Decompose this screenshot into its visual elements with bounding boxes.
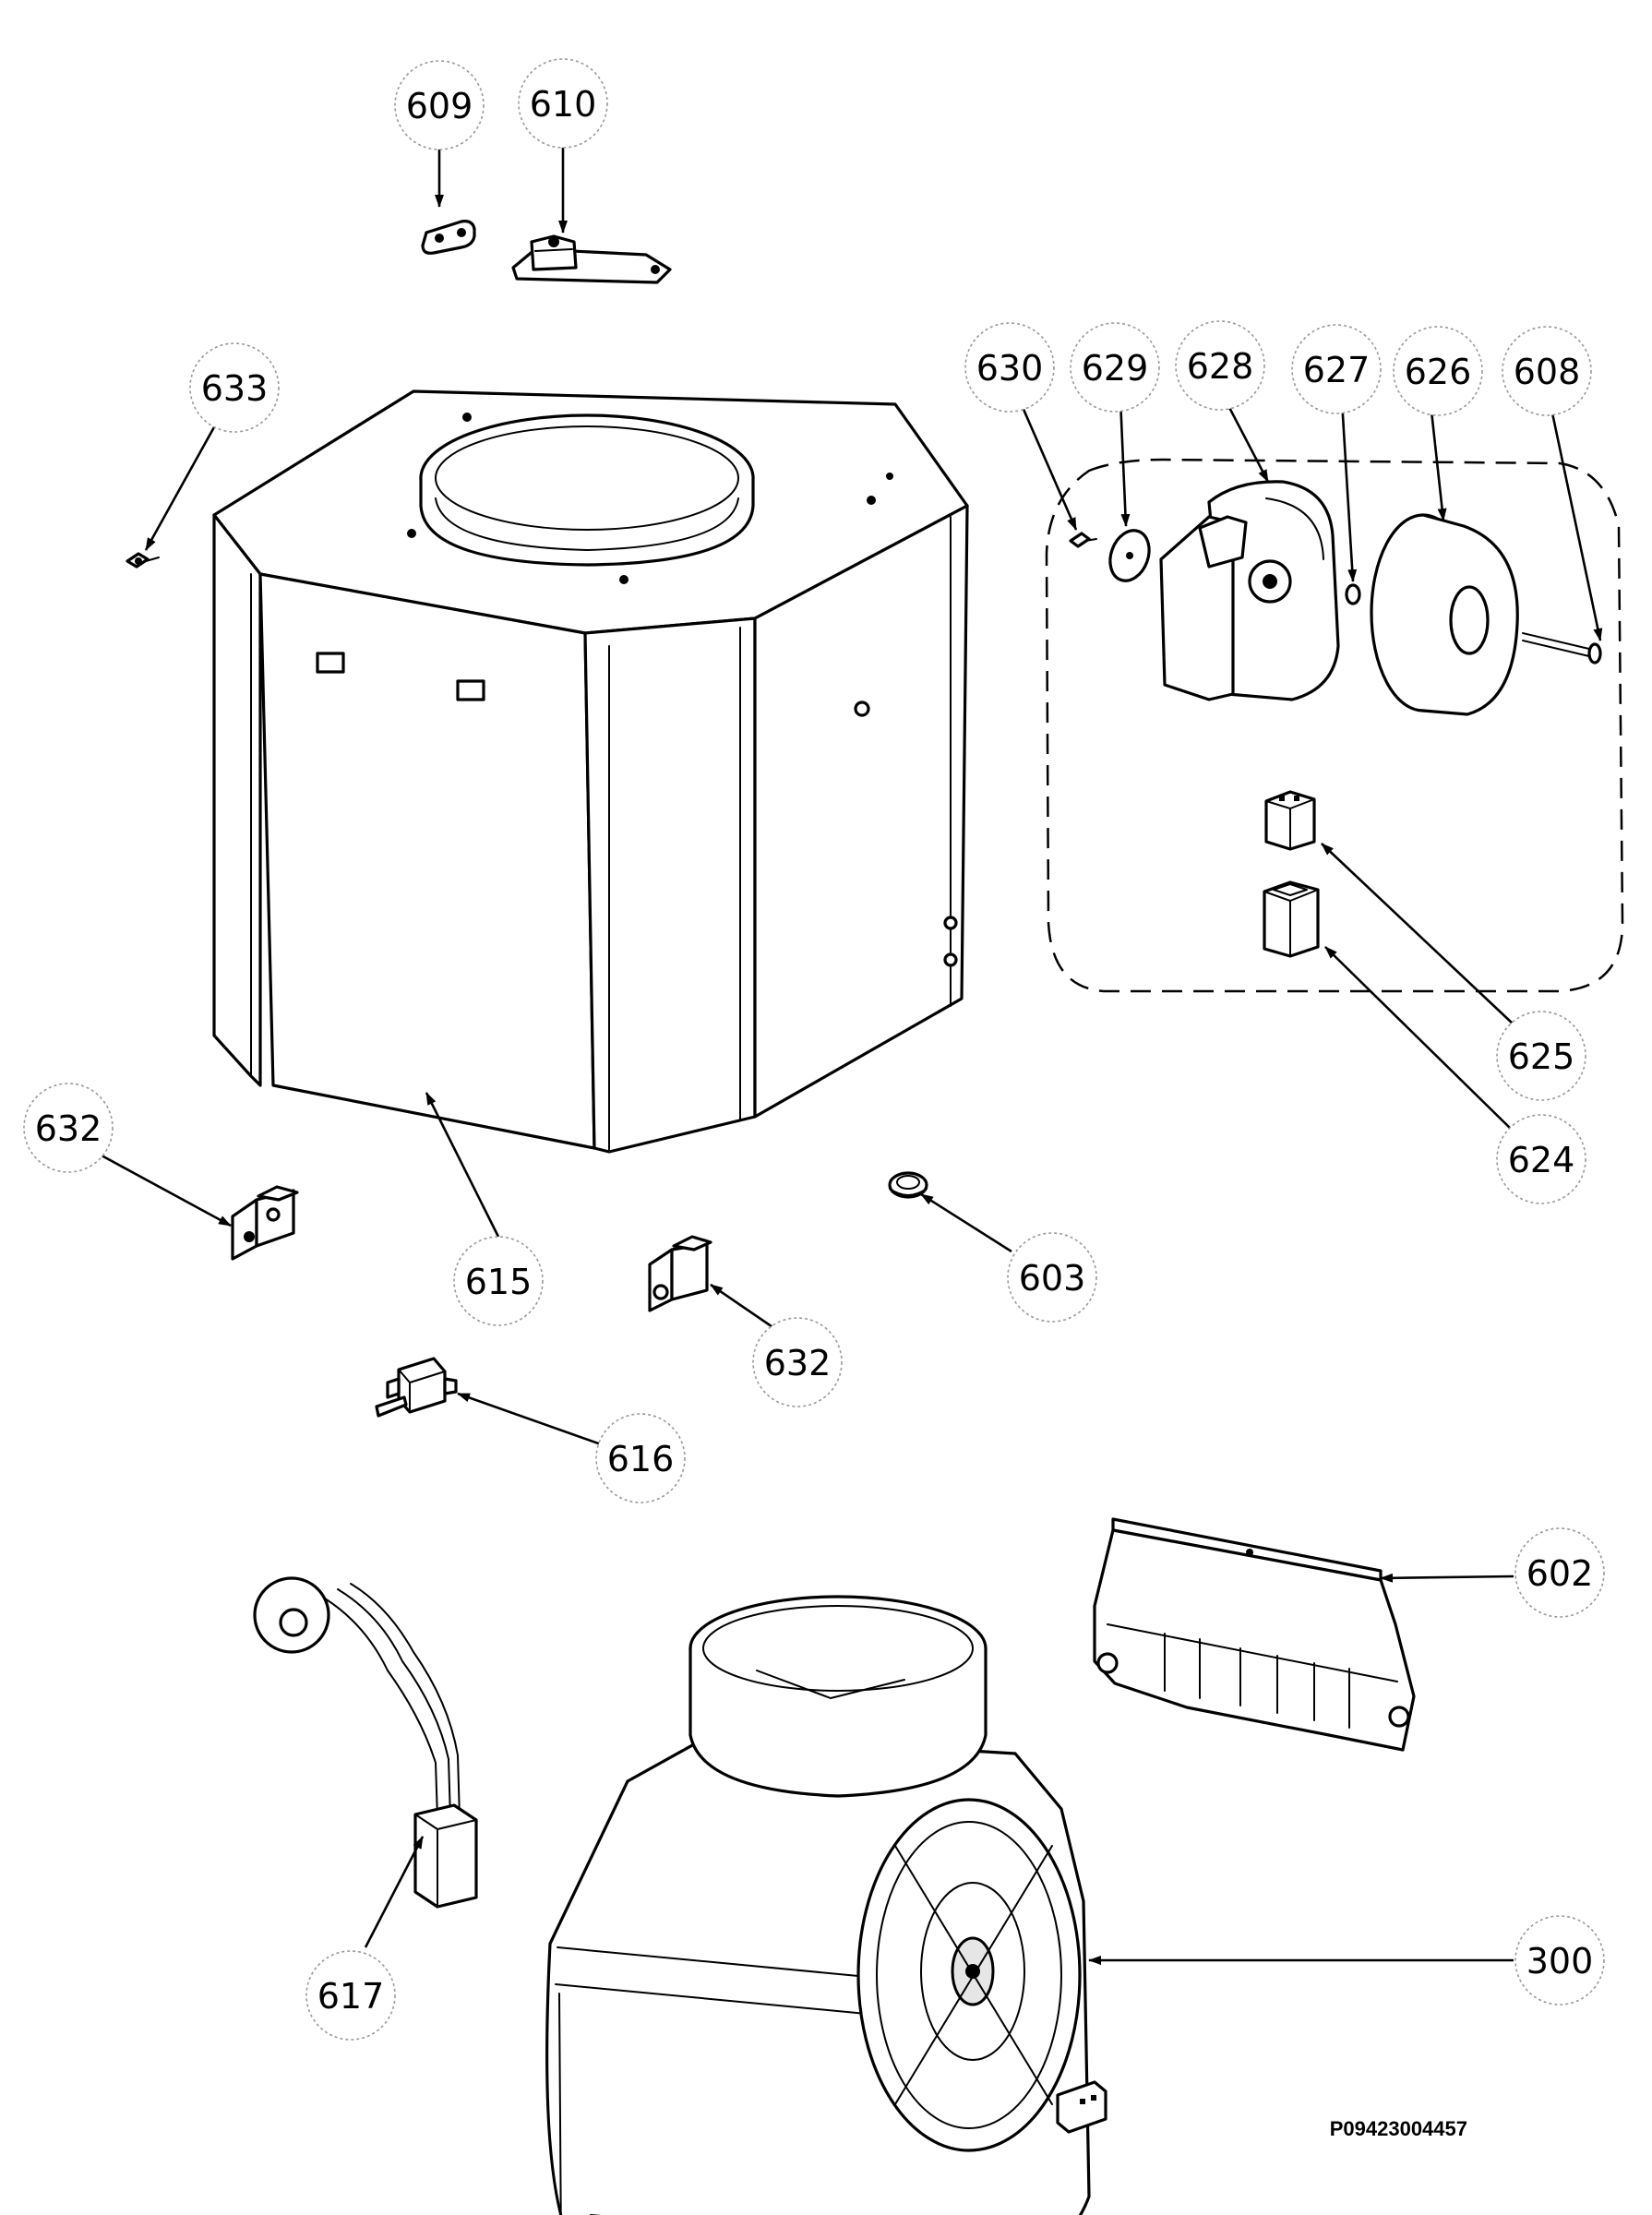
callout-633: 633	[189, 342, 280, 433]
part-603-grommet	[888, 1171, 928, 1199]
callout-628: 628	[1175, 320, 1265, 411]
callout-624: 624	[1496, 1114, 1586, 1204]
callout-615: 615	[453, 1236, 544, 1326]
callout-602: 602	[1514, 1527, 1605, 1618]
callout-609: 609	[394, 60, 485, 150]
part-632-clip-centre	[648, 1235, 712, 1312]
part-630-screw	[1069, 532, 1097, 548]
part-300-blower	[545, 1595, 1107, 2215]
leader-lines	[101, 137, 1603, 1965]
callout-610: 610	[518, 58, 608, 149]
part-610-bracket	[511, 234, 672, 284]
svg-text:300: 300	[1526, 1941, 1594, 1982]
svg-text:632: 632	[35, 1108, 102, 1149]
svg-text:630: 630	[976, 348, 1044, 389]
svg-text:627: 627	[1303, 350, 1371, 390]
callout-603: 603	[1007, 1232, 1097, 1323]
svg-text:633: 633	[201, 368, 269, 409]
callout-608: 608	[1502, 326, 1592, 416]
callout-627: 627	[1291, 324, 1382, 414]
svg-text:632: 632	[764, 1343, 832, 1383]
drawing-reference-code: P09423004457	[1330, 2117, 1467, 2140]
motor-assembly-group-outline	[1045, 458, 1624, 993]
part-624-connector	[1263, 880, 1320, 958]
part-617-capacitor	[253, 1576, 478, 1909]
callout-630: 630	[964, 322, 1055, 413]
callout-632-left: 632	[23, 1083, 114, 1173]
callout-626: 626	[1393, 326, 1483, 416]
part-609-plate	[421, 220, 476, 255]
callout-629: 629	[1070, 322, 1160, 413]
part-633-screw	[126, 552, 160, 569]
svg-text:628: 628	[1187, 346, 1254, 387]
part-628-motor	[1159, 480, 1340, 701]
svg-text:617: 617	[317, 1976, 385, 2017]
callout-632-centre: 632	[752, 1317, 843, 1407]
svg-text:625: 625	[1508, 1036, 1575, 1077]
svg-text:616: 616	[607, 1439, 675, 1479]
svg-text:626: 626	[1405, 352, 1472, 392]
part-625-connector	[1264, 790, 1316, 851]
callout-625: 625	[1496, 1011, 1586, 1101]
svg-text:629: 629	[1082, 348, 1149, 389]
callout-616: 616	[595, 1413, 686, 1503]
part-608-pin	[1522, 632, 1602, 664]
svg-text:610: 610	[530, 84, 597, 125]
svg-text:624: 624	[1508, 1140, 1575, 1180]
svg-text:608: 608	[1514, 352, 1581, 392]
part-629-washer	[1108, 529, 1151, 582]
part-627-washer	[1345, 583, 1361, 605]
part-632-clip-left	[231, 1185, 299, 1261]
callout-300: 300	[1514, 1915, 1605, 2005]
part-626-cylinder	[1370, 513, 1519, 716]
svg-text:603: 603	[1019, 1258, 1086, 1299]
part-615-housing	[212, 389, 969, 1154]
svg-text:615: 615	[465, 1262, 533, 1302]
callout-617: 617	[305, 1950, 396, 2041]
part-602-bracket-plate	[1093, 1517, 1416, 1752]
svg-text:602: 602	[1526, 1553, 1594, 1594]
part-616-switch	[375, 1357, 458, 1418]
svg-text:609: 609	[406, 86, 473, 126]
